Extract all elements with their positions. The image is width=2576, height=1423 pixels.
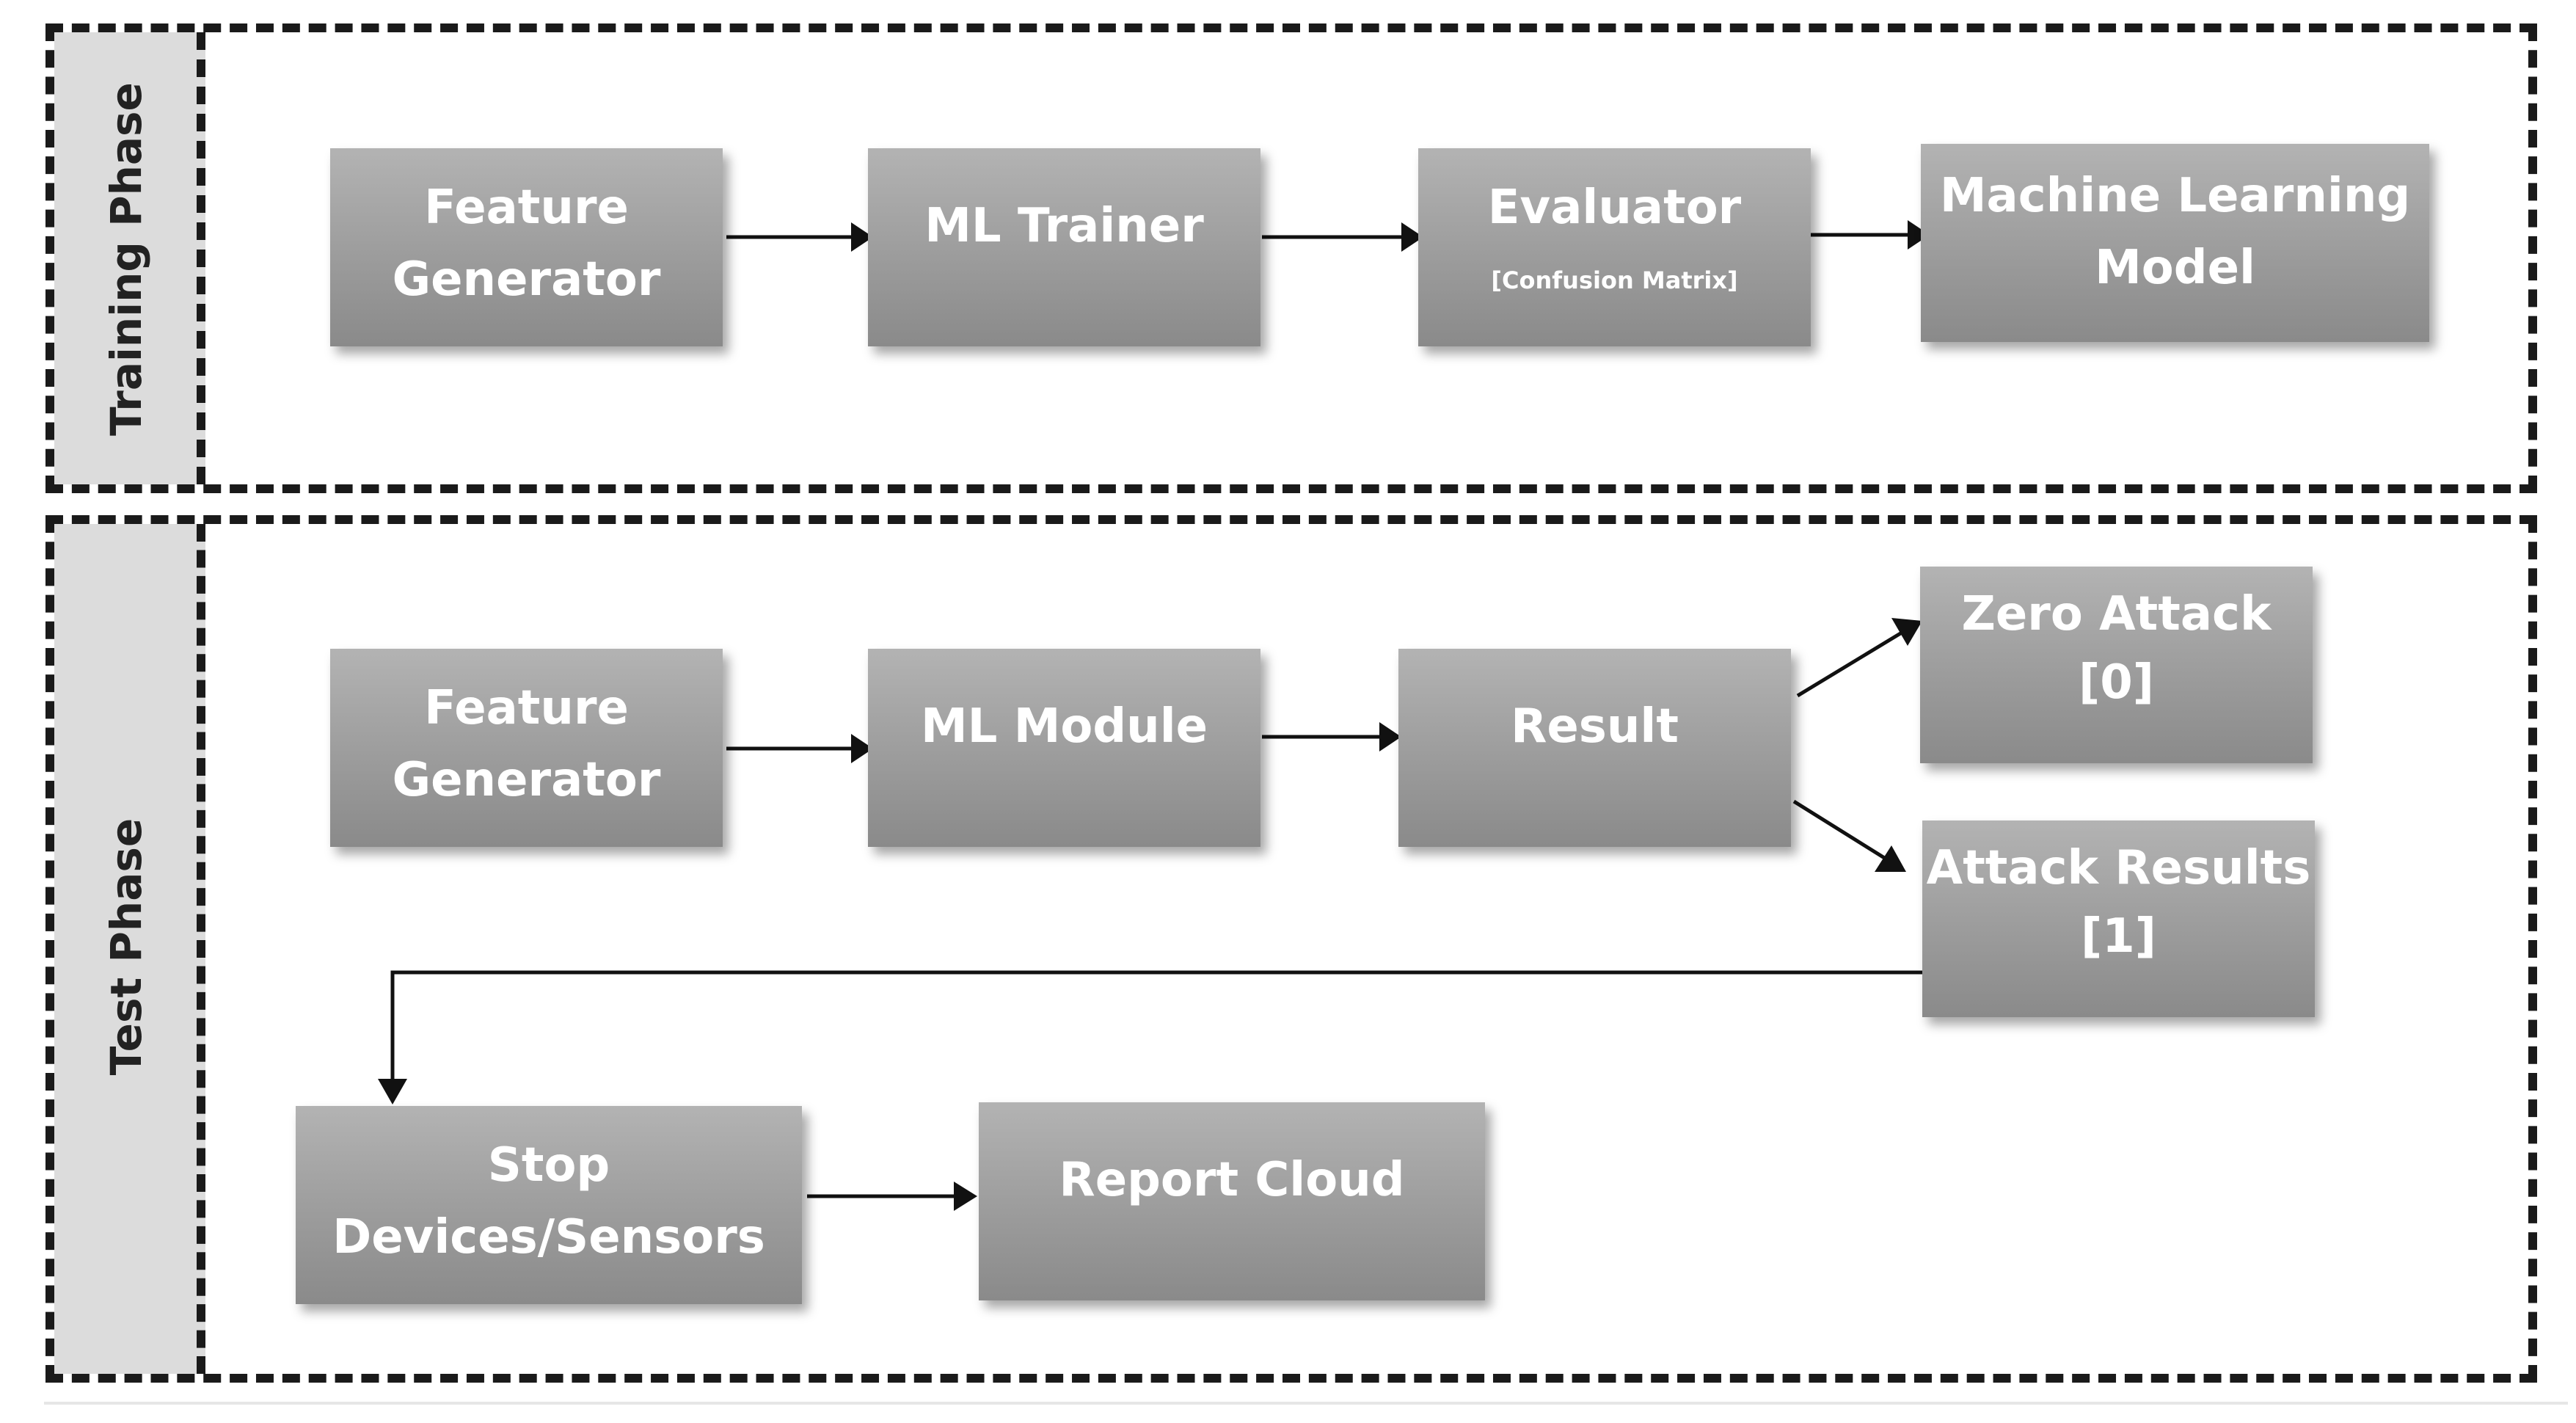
node-text: Report Cloud bbox=[1059, 1153, 1405, 1207]
arrow-result-to-zero bbox=[1796, 630, 1903, 698]
node-text: Devices/Sensors bbox=[332, 1210, 765, 1264]
result-node: Result bbox=[1398, 649, 1791, 847]
node-text: Evaluator bbox=[1487, 181, 1742, 235]
node-text: ML Trainer bbox=[924, 199, 1204, 253]
node-text: Feature bbox=[424, 181, 629, 235]
node-text: Feature bbox=[424, 681, 629, 735]
node-text: Zero Attack bbox=[1961, 587, 2272, 641]
node-text: Generator bbox=[392, 753, 661, 807]
test-phase-frame bbox=[45, 515, 2537, 1383]
bottom-rule bbox=[44, 1402, 2568, 1405]
training-phase-frame bbox=[45, 23, 2537, 493]
node-text: [1] bbox=[2080, 909, 2157, 964]
test-phase-tab bbox=[54, 524, 205, 1374]
node-text: Model bbox=[2095, 241, 2255, 295]
feature-generator-node: Feature Generator bbox=[330, 148, 723, 346]
ml-trainer-node: ML Trainer bbox=[868, 148, 1260, 346]
evaluator-node: Evaluator [Confusion Matrix] bbox=[1418, 148, 1811, 346]
node-subtext: [Confusion Matrix] bbox=[1491, 266, 1738, 294]
arrow-attack-to-stop bbox=[390, 970, 1930, 1079]
node-text: [0] bbox=[2078, 655, 2155, 710]
ml-module-node: ML Module bbox=[868, 649, 1260, 847]
node-text: Attack Results bbox=[1926, 841, 2311, 895]
attack-results-node: Attack Results [1] bbox=[1922, 820, 2315, 1017]
node-text: ML Module bbox=[920, 699, 1208, 754]
node-text: Machine Learning bbox=[1939, 169, 2411, 223]
training-phase-tab bbox=[54, 32, 205, 484]
feature-generator-node: Feature Generator bbox=[330, 649, 723, 847]
arrow-result-to-attack bbox=[1792, 799, 1887, 861]
stop-devices-node: Stop Devices/Sensors bbox=[296, 1106, 802, 1304]
node-text: Stop bbox=[487, 1138, 610, 1193]
ml-model-node: Machine Learning Model bbox=[1921, 144, 2429, 342]
report-cloud-node: Report Cloud bbox=[979, 1102, 1485, 1300]
zero-attack-node: Zero Attack [0] bbox=[1920, 567, 2313, 763]
node-text: Generator bbox=[392, 252, 661, 307]
node-text: Result bbox=[1511, 699, 1679, 754]
